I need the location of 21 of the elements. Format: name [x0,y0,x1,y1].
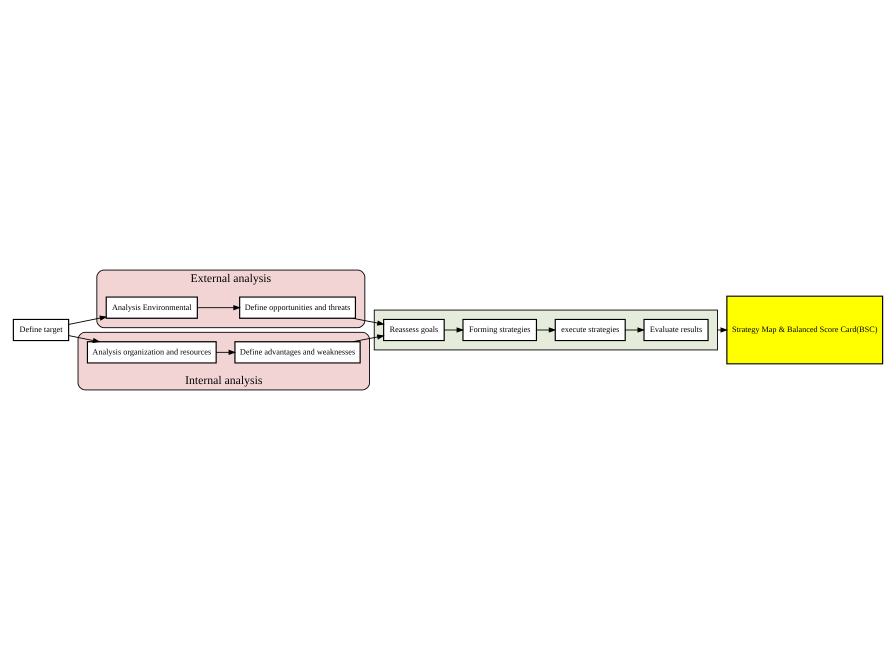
node-box: Define advantages and weaknesses [234,340,361,363]
arrow [68,334,100,343]
arrow [68,315,108,324]
node-box: Analysis organization and resources [86,340,217,363]
node-box: Strategy Map & Balanced Score Card(BSC) [726,295,884,364]
node-box: Define target [12,318,70,341]
node-box: Define opportunities and threats [239,296,356,318]
arrow [352,317,385,326]
node-box: Analysis Environmental [106,296,198,318]
node-box: Reassess goals [383,318,445,341]
arrow [352,334,385,342]
arrow [216,349,236,355]
node-box: Evaluate results [643,318,709,341]
arrow [717,326,728,332]
node-box: execute strategies [554,318,626,341]
arrow [444,326,464,332]
cluster [374,309,718,350]
arrow [624,326,646,332]
node-box: Forming strategies [462,318,538,341]
arrow [536,326,556,332]
arrow [197,304,241,310]
